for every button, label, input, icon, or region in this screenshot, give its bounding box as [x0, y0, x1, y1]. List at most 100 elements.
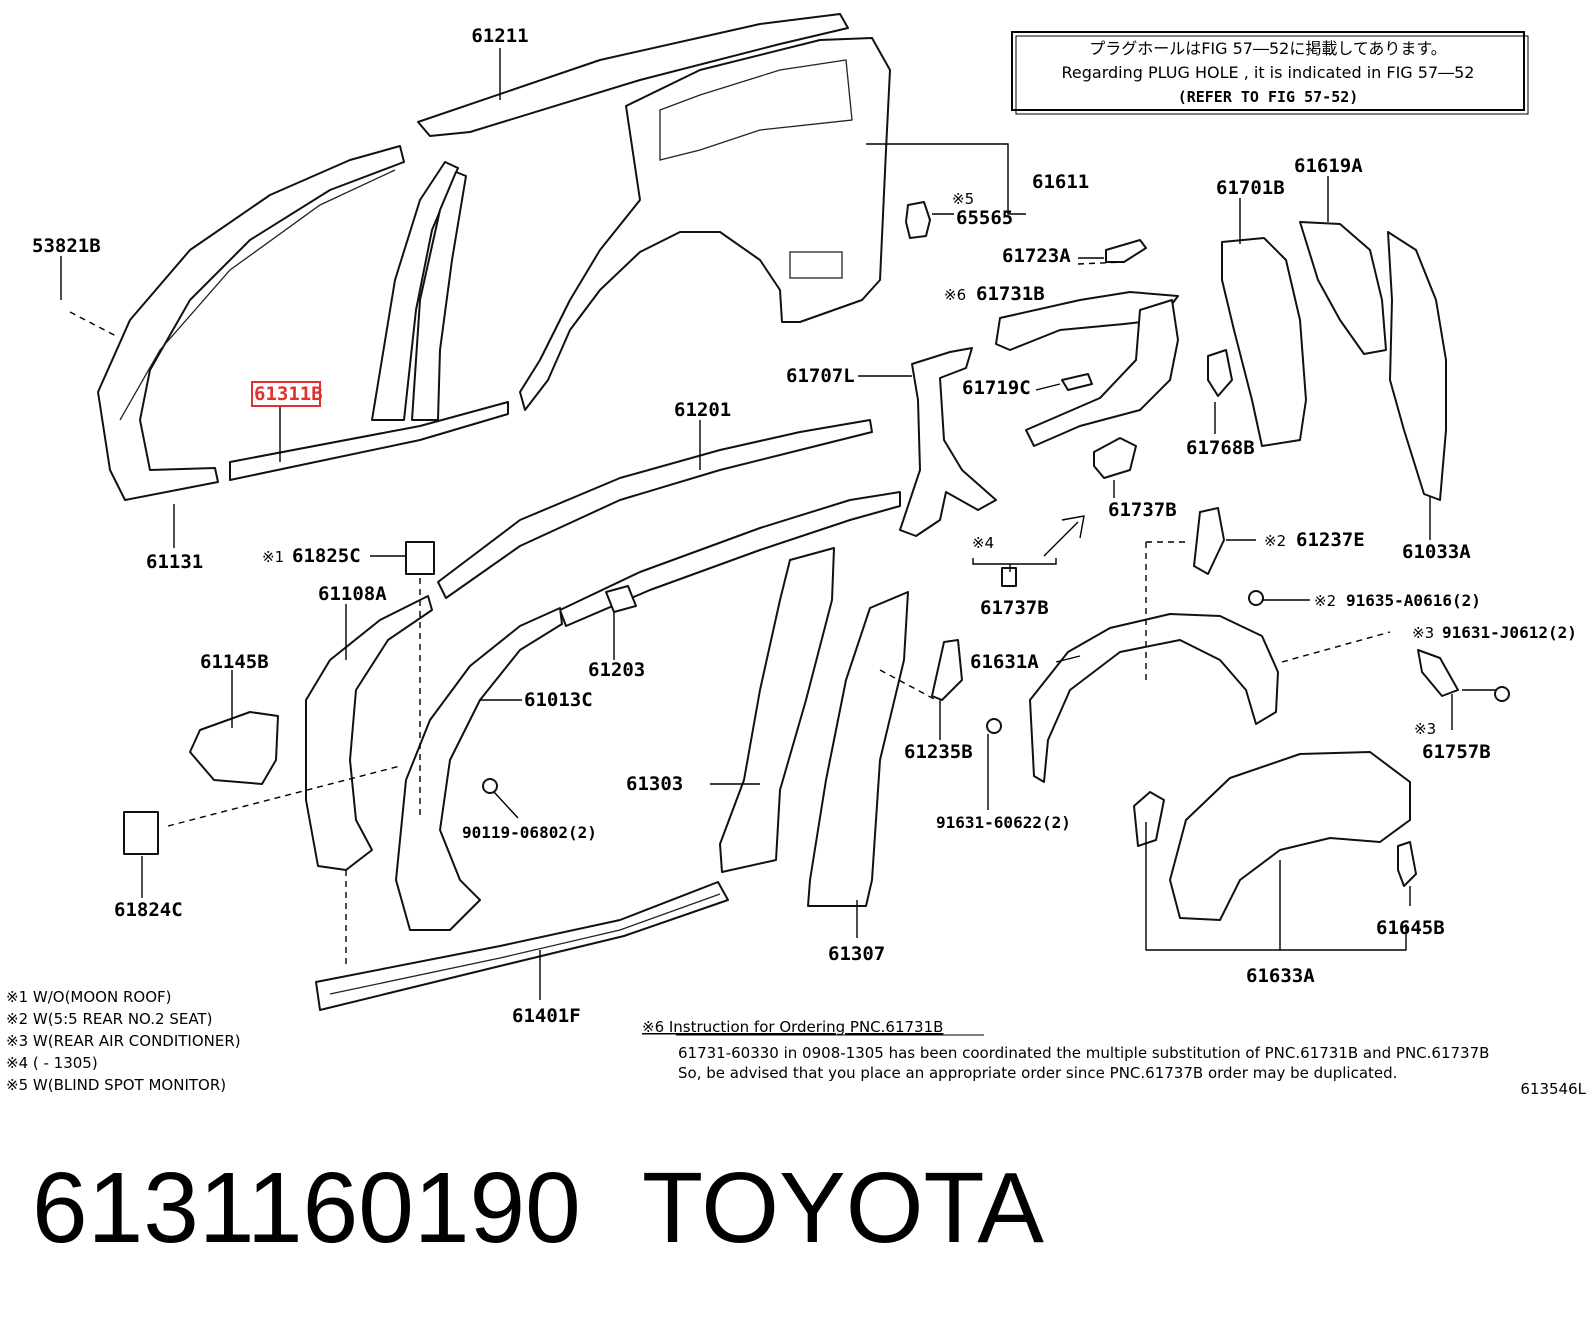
part-labels: 61211 53821B 61311B 61131 61611 ※5 65565…: [32, 25, 1577, 1027]
caption: 6131160190 TOYOTA: [32, 1152, 1044, 1264]
bolt-90119: [482, 778, 498, 794]
pillar-61013c: [395, 607, 563, 931]
notice-english: Regarding PLUG HOLE , it is indicated in…: [1062, 63, 1475, 82]
brand-caption: TOYOTA: [642, 1152, 1044, 1264]
instruction-line-1: 61731-60330 in 0908-1305 has been coordi…: [678, 1044, 1489, 1062]
label-61013c: 61013C: [524, 689, 593, 711]
label-61108a: 61108A: [318, 583, 387, 605]
part-number-caption: 6131160190: [32, 1152, 581, 1264]
mark-61731b: ※6: [944, 286, 966, 304]
rocker-61311b: [229, 401, 509, 481]
mark-91635: ※2: [1314, 592, 1336, 610]
wheelhouse-61633a: [1169, 751, 1411, 921]
pillar-61303: [719, 547, 835, 873]
mark-61825c: ※1: [262, 548, 284, 566]
bracket-61145b: [189, 711, 279, 785]
roof-rail-61201: [437, 419, 873, 599]
pillar-61108a: [305, 595, 433, 871]
instruction-title: ※6 Instruction for Ordering PNC.61731B: [642, 1018, 943, 1036]
notice-reference: (REFER TO FIG 57-52): [1178, 88, 1359, 106]
label-61707l: 61707L: [786, 365, 855, 387]
wheelhouse-liner-61631a: [1029, 613, 1279, 783]
highlight-box: [251, 381, 321, 407]
bracket-61737b-lower: [1001, 567, 1017, 587]
footnote-5: ※5 W(BLIND SPOT MONITOR): [6, 1076, 226, 1094]
label-61824c: 61824C: [114, 899, 183, 921]
label-61825c: 61825C: [292, 545, 361, 567]
label-91635-a0616: 91635-A0616(2): [1346, 591, 1481, 610]
notice-box: プラグホールはFIG 57―52に掲載してあります。 Regarding PLU…: [1011, 31, 1529, 115]
b-pillar-upper: [371, 161, 459, 421]
label-65565: 65565: [956, 207, 1013, 229]
pillar-61707l: [899, 347, 997, 537]
bracket-61237e: [1193, 507, 1225, 575]
direction-arrow: [1043, 515, 1085, 557]
rear-panel-61619a: [1299, 221, 1387, 355]
mark-61237e: ※2: [1264, 532, 1286, 550]
roof-rail-61211: [417, 13, 849, 137]
label-61633a: 61633A: [1246, 965, 1315, 987]
brace-61737b: [1093, 437, 1137, 479]
label-61737b-lower: 61737B: [980, 597, 1049, 619]
label-61768b: 61768B: [1186, 437, 1255, 459]
block-61825c: [405, 541, 435, 575]
bolt-91631-60622: [986, 718, 1002, 734]
mark-91631-j0612: ※3: [1412, 624, 1434, 642]
mark-61737b-lower: ※4: [972, 534, 994, 552]
label-61731b: 61731B: [976, 283, 1045, 305]
label-61701b: 61701B: [1216, 177, 1285, 199]
quarter-panel-61611: [519, 37, 891, 411]
rear-panel-61033a: [1387, 231, 1447, 501]
label-61307: 61307: [828, 943, 885, 965]
label-61211: 61211: [471, 25, 528, 47]
bolt-91635: [1248, 590, 1264, 606]
label-53821b: 53821B: [32, 235, 101, 257]
rocker-61401f: [315, 881, 729, 1011]
label-61303: 61303: [626, 773, 683, 795]
part-drawings: [97, 13, 1510, 1011]
front-pillar-61131: [97, 145, 405, 501]
label-61235b: 61235B: [904, 741, 973, 763]
label-61757b: 61757B: [1422, 741, 1491, 763]
label-90119-06802: 90119-06802(2): [462, 823, 597, 842]
label-61311b-highlighted: 61311B: [254, 383, 323, 405]
bracket-65565: [905, 201, 931, 239]
rear-panel-61701b: [1221, 237, 1307, 447]
bracket-61645b: [1397, 841, 1417, 887]
label-61033a: 61033A: [1402, 541, 1471, 563]
bracket-61723a: [1105, 239, 1147, 263]
footnote-4: ※4 ( - 1305): [6, 1054, 98, 1072]
block-61824c: [123, 811, 159, 855]
footnote-3: ※3 W(REAR AIR CONDITIONER): [6, 1032, 241, 1050]
ordering-instruction: ※6 Instruction for Ordering PNC.61731B 6…: [642, 1018, 1587, 1098]
notice-japanese: プラグホールはFIG 57―52に掲載してあります。: [1089, 39, 1447, 58]
leader-lines: [60, 48, 1496, 1000]
mark-65565: ※5: [952, 190, 974, 208]
label-61719c: 61719C: [962, 377, 1031, 399]
label-61611: 61611: [1032, 171, 1089, 193]
footnotes: ※1 W/O(MOON ROOF) ※2 W(5:5 REAR NO.2 SEA…: [6, 988, 241, 1094]
pillar-61307: [807, 591, 909, 907]
label-61203: 61203: [588, 659, 645, 681]
label-61401f: 61401F: [512, 1005, 581, 1027]
label-61645b: 61645B: [1376, 917, 1445, 939]
mark-61757b: ※3: [1414, 720, 1436, 738]
bracket-61719c: [1061, 373, 1093, 391]
label-61145b: 61145B: [200, 651, 269, 673]
label-61131: 61131: [146, 551, 203, 573]
label-61201: 61201: [674, 399, 731, 421]
bracket-61757b: [1417, 649, 1459, 697]
bolt-91631-j0612: [1494, 686, 1510, 702]
label-61723a: 61723A: [1002, 245, 1071, 267]
label-61737b-top: 61737B: [1108, 499, 1177, 521]
label-61237e: 61237E: [1296, 529, 1365, 551]
label-61631a: 61631A: [970, 651, 1039, 673]
figure-code: 613546L: [1520, 1080, 1586, 1098]
clip-61768b: [1207, 349, 1233, 397]
label-91631-j0612: 91631-J0612(2): [1442, 623, 1577, 642]
instruction-line-2: So, be advised that you place an appropr…: [678, 1064, 1397, 1082]
footnote-1: ※1 W/O(MOON ROOF): [6, 988, 171, 1006]
label-61619a: 61619A: [1294, 155, 1363, 177]
label-91631-60622: 91631-60622(2): [936, 813, 1071, 832]
